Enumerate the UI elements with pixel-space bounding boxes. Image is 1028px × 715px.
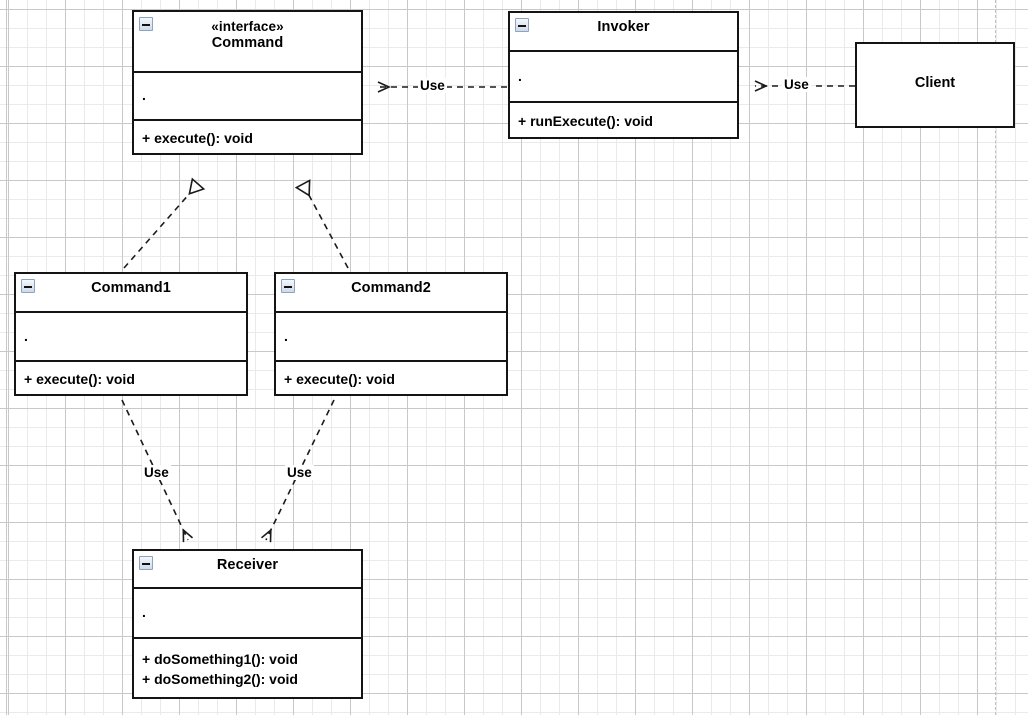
uml-class-command-attributes: . [134,71,361,119]
minus-icon[interactable] [139,17,153,31]
uml-class-receiver[interactable]: Receiver . + doSomething1(): void + doSo… [132,549,363,699]
uml-attribute-row: . [142,604,146,620]
uml-class-client-name: Client [914,75,956,91]
uml-class-receiver-header: Receiver [134,551,361,587]
uml-class-command1-header: Command1 [16,274,246,311]
uml-class-command1-attributes: . [16,311,246,360]
uml-operation-row: + doSomething2(): void [142,671,298,687]
minus-icon[interactable] [281,279,295,293]
uml-class-invoker-attributes: . [510,50,737,101]
uml-attribute-row: . [24,328,28,344]
uml-class-command1-name: Command1 [91,280,171,296]
rel-command2-command [294,179,349,269]
uml-class-invoker-header: Invoker [510,13,737,50]
uml-class-command2-attributes: . [276,311,506,360]
uml-class-command-header: «interface» Command [134,12,361,71]
uml-attribute-row: . [518,68,522,84]
minus-icon[interactable] [21,279,35,293]
uml-class-command1[interactable]: Command1 . + execute(): void [14,272,248,396]
uml-class-command2-operations: + execute(): void [276,360,506,394]
uml-class-receiver-attributes: . [134,587,361,637]
uml-class-command-operations: + execute(): void [134,119,361,153]
uml-class-command2-name: Command2 [351,280,431,296]
minus-icon[interactable] [515,18,529,32]
uml-class-client[interactable]: Client [855,42,1015,128]
edge-label-command1-receiver: Use [142,465,171,480]
uml-operation-row: + runExecute(): void [518,113,653,129]
uml-class-receiver-operations: + doSomething1(): void + doSomething2():… [134,637,361,697]
edge-label-client-invoker: Use [782,77,811,92]
uml-class-command2[interactable]: Command2 . + execute(): void [274,272,508,396]
page-break-guide [995,0,996,715]
rel-command1-command [123,177,206,269]
uml-class-invoker-name: Invoker [597,19,650,35]
uml-class-command-name: Command [211,35,284,51]
uml-class-invoker[interactable]: Invoker . + runExecute(): void [508,11,739,139]
uml-attribute-row: . [142,87,146,103]
uml-operation-row: + execute(): void [24,371,135,387]
uml-class-command2-header: Command2 [276,274,506,311]
uml-attribute-row: . [284,328,288,344]
uml-operation-row: + doSomething1(): void [142,651,298,667]
edge-label-invoker-command: Use [418,78,447,93]
uml-operation-row: + execute(): void [284,371,395,387]
edge-label-command2-receiver: Use [285,465,314,480]
uml-class-receiver-name: Receiver [216,557,279,573]
uml-class-command[interactable]: «interface» Command . + execute(): void [132,10,363,155]
uml-class-command1-operations: + execute(): void [16,360,246,394]
uml-class-invoker-operations: + runExecute(): void [510,101,737,137]
minus-icon[interactable] [139,556,153,570]
uml-class-command-stereotype: «interface» [211,19,284,34]
uml-operation-row: + execute(): void [142,130,253,146]
